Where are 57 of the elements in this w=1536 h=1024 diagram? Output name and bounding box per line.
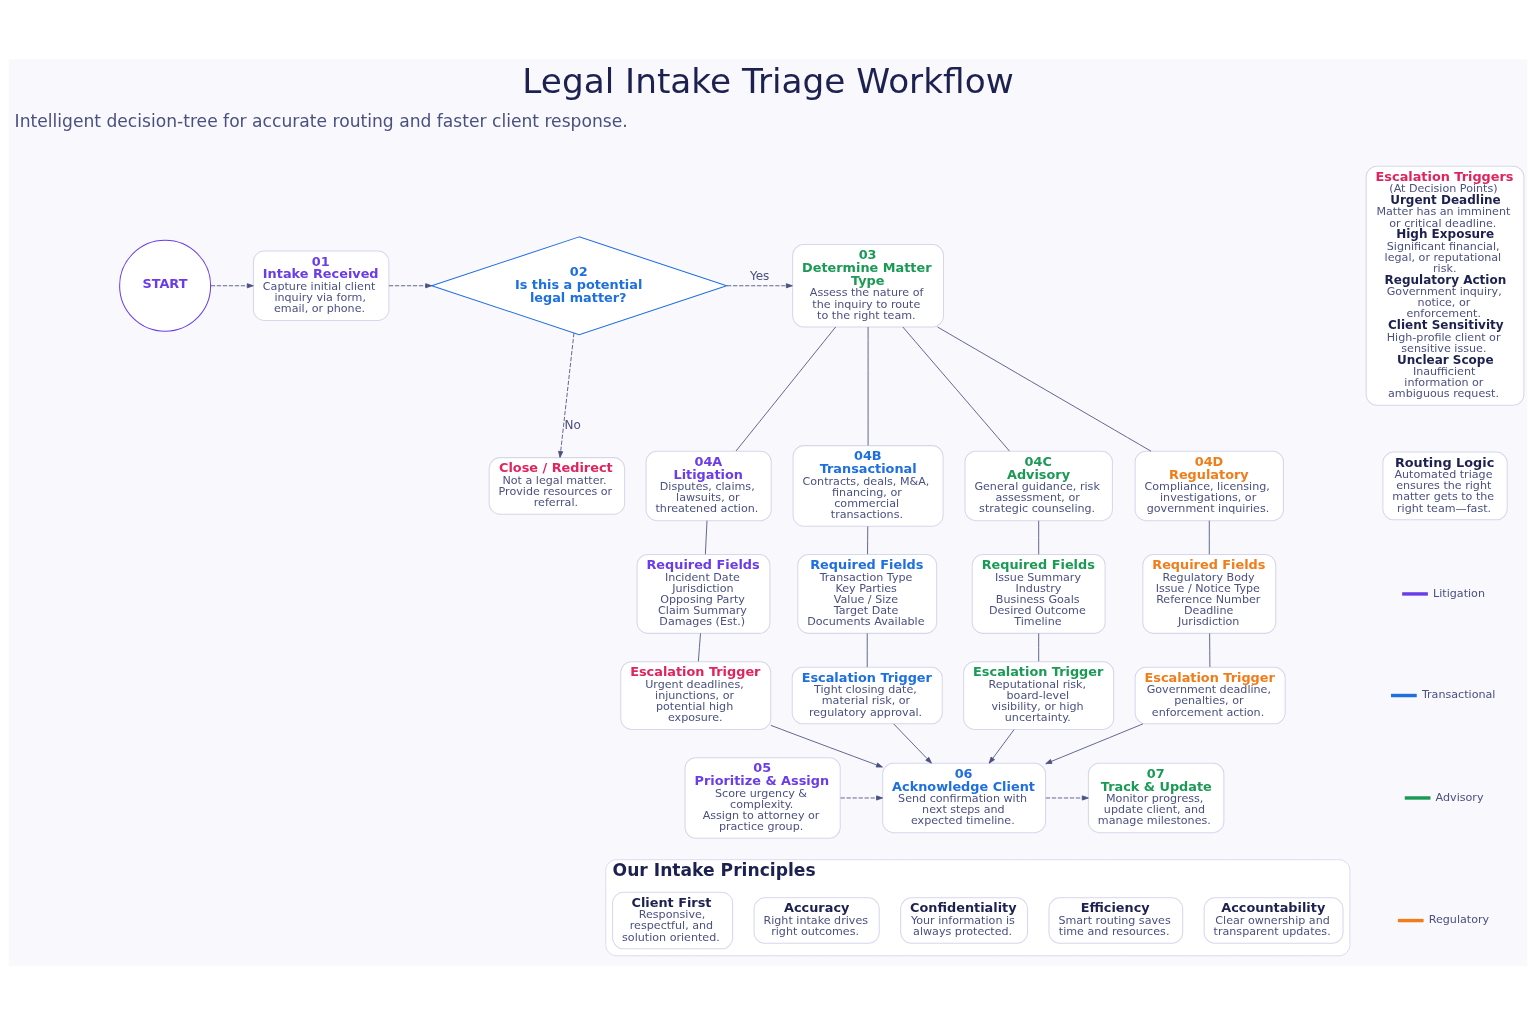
connector [735,326,837,451]
arrow [210,282,254,288]
arrow [988,728,1015,764]
node-box: Escalation Trigger Tight closing date, material risk, or regulatory approval. [791,666,943,724]
node-box: Accuracy Right intake drives right outcomes. [753,896,880,944]
node-box: 07 Track & Update Monitor progress, update client, and manage milestones. [1087,762,1225,833]
arrow [1045,723,1144,764]
arrow [388,282,433,288]
arrow [893,723,932,764]
node-box: Required Fields Issue Summary Industry Business Goals Desired Outcome Timeline [971,553,1106,634]
connector [902,326,1010,451]
connector [1038,632,1040,662]
arrow [558,332,575,458]
node-box: 04C Advisory General guidance, risk assessment, or strategic counseling. [964,450,1113,521]
diagram-title: Legal Intake Triage Workflow [522,60,1014,101]
node-box: 04D Regulatory Compliance, licensing, investigations, or government inquiries. [1134,450,1284,521]
node-box: Efficiency Smart routing saves time and resources. [1048,896,1184,944]
node-box: 04B Transactional Contracts, deals, M&A, financing, or commercial transactions. [792,444,944,527]
node-box: 05 Prioritize & Assign Score urgency & complexity. Assign to attorney or practice group. [684,756,841,839]
legend-label: Transactional [1421,687,1496,701]
legend-label: Regulatory [1428,912,1490,926]
arrow [770,724,883,767]
arrow [726,282,793,288]
node-box: 01 Intake Received Capture initial client inquiry via form, email, or phone. [252,250,390,321]
connector [937,326,1152,452]
label: Intelligent decision-tree for accurate routing and faster client response. [14,110,628,131]
legend-label: Advisory [1435,790,1484,804]
connector [866,632,868,667]
node-box: Escalation Triggers (At Decision Points) Urgent Deadline Matter has an imminent or critical deadline. High Exposure Significant financial, legal, or reputational risk. Regulatory Action Government inquiry, notice, or enforcement. Client Sensitivity High-profile client or sensitive issue. Unclear Scope Inaufficient information or ambiguous request. [1365,165,1525,406]
connector [704,519,708,555]
node-box: 04A Litigation Disputes, claims, lawsuits, or threatened action. [645,450,772,521]
legend-label: Litigation [1433,586,1485,600]
node-diamond: 02 Is this a potential legal matter? [430,235,729,335]
edge-label: Yes [749,268,770,283]
node-box: Escalation Trigger Government deadline, penalties, or enforcement action. [1134,666,1286,724]
connector [1038,519,1040,555]
connector [867,525,869,555]
edge-label: No [564,417,581,432]
node-box: Close / Redirect Not a legal matter. Provide resources or referral. [488,456,626,515]
node-box: Required Fields Transaction Type Key Parties Value / Size Target Date Documents Available [797,553,938,634]
node-box: 03 Determine Matter Type Assess the nature of the inquiry to route to the right team. [792,243,945,327]
arrow [840,794,883,800]
node-box: 06 Acknowledge Client Send confirmation with next steps and expected timeline. [882,762,1047,833]
node-box: Client First Responsive, respectful, and solution oriented. [612,891,734,949]
connector [867,326,869,446]
connector [1208,519,1210,555]
node-circle: START [119,239,212,332]
node-box: Required Fields Incident Date Jurisdiction Opposing Party Claim Summary Damages (Est.) [636,553,771,634]
node-box: Escalation Trigger Urgent deadlines, injunctions, or potential high exposure. [620,660,772,730]
node-box: Required Fields Regulatory Body Issue / Notice Type Reference Number Deadline Jurisdiction [1142,553,1277,634]
node-box: Accountability Clear ownership and transparent updates. [1203,896,1344,944]
arrow [1045,794,1089,800]
node-box: Routing Logic Automated triage ensures the right matter gets to the right team—fast. [1382,451,1508,520]
node-box: Confidentiality Your information is always protected. [900,896,1029,944]
connector [1209,632,1211,667]
connector [697,632,701,662]
node-box: Escalation Trigger Reputational risk, board-level visibility, or high uncertainty. [963,660,1115,730]
